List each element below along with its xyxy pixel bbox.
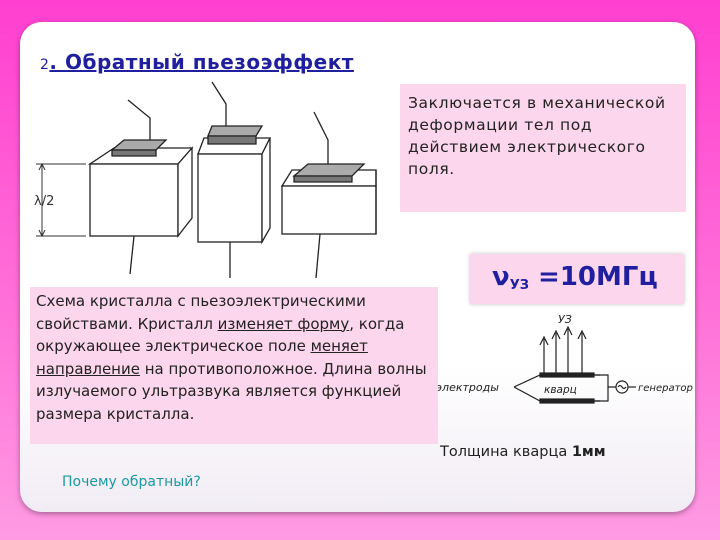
generator-label: генератор [638,383,693,394]
uz-label: УЗ [558,313,572,326]
lambda-label: λ/2 [34,194,54,209]
crystal-1 [87,99,194,275]
crystal-3 [280,111,377,279]
question-text: Почему обратный? [62,474,201,490]
explanation-part-2: , когда окружающее электрическое поле [36,314,405,356]
frequency-formula: νУЗ =10МГц [492,262,658,293]
crystal-deformation-diagram: λ/2 [34,81,377,279]
nu-symbol: ν [492,262,510,292]
quartz-label: кварц [544,384,577,396]
thickness-label: Толщина кварца [440,444,572,460]
frequency-value: =10МГц [538,262,658,292]
title-number: 2 [40,57,50,73]
definition-text-box: Заключается в механической деформации те… [400,84,686,212]
explanation-text-box: Схема кристалла с пьезоэлектрическими св… [30,287,438,444]
quartz-thickness: Толщина кварца 1мм [440,444,606,460]
electrodes-label: электроды [436,381,499,394]
title-text: . Обратный пьезоэффект [49,50,354,74]
quartz-transducer-sketch: УЗ электроды кварц генератор [436,313,693,404]
nu-subscript: УЗ [509,278,529,293]
frequency-box: νУЗ =10МГц [470,254,684,304]
half-wavelength-dimension [36,162,86,238]
slide-title: 2. Обратный пьезоэффект [40,50,354,74]
crystal-2 [197,81,272,278]
explanation-part-3: на противоположное. Длина волны излучаем… [36,359,427,423]
thickness-value: 1мм [571,444,606,460]
link-changes-direction: меняет направление [36,337,368,378]
explanation-part-1: Схема кристалла с пьезоэлектрическими св… [36,292,366,333]
link-changes-shape: изменяет форму [217,314,350,333]
